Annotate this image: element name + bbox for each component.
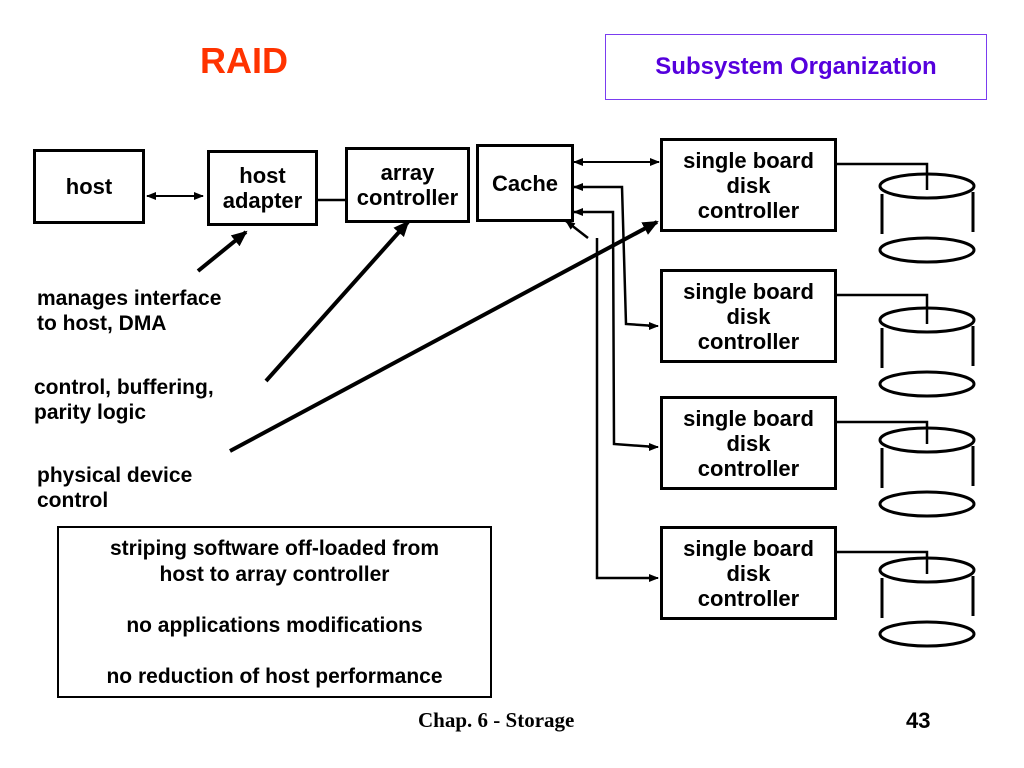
cache-dc4-link [595, 238, 656, 580]
disk-controller-label-line: disk [726, 303, 771, 329]
disk-controller-label-line: disk [726, 172, 771, 198]
slide-subtitle: Subsystem Organization [605, 34, 987, 100]
note-no-app-mods: no applications modifications [126, 614, 423, 637]
disk-controller-label-line: disk [726, 430, 771, 456]
array-controller-node: array controller [345, 147, 470, 223]
cache-dc3-link [574, 210, 657, 449]
cache-label: Cache [491, 170, 559, 196]
slide-footer: Chap. 6 - Storage [418, 708, 575, 732]
host-adapter-label-line1: host [239, 163, 286, 188]
annotation-arrow-disk-controller [229, 220, 659, 453]
annotation-disk-controller: physical device control [37, 464, 193, 512]
disk-link [837, 420, 929, 444]
disk-controller-label-line: controller [697, 585, 800, 611]
annotation-arrow-controller [264, 220, 410, 383]
disk-controller-label-line: single board [683, 278, 814, 304]
note-striping: striping software off-loaded from host t… [109, 537, 439, 586]
disk-cylinder-icon [878, 426, 976, 518]
disk-controller-label-line: single board [683, 405, 814, 431]
cache-node: Cache [476, 144, 574, 222]
disk-cylinder-icon [878, 306, 976, 398]
disk-cylinder-icon [878, 556, 976, 648]
disk-controller-label-line: single board [683, 535, 814, 561]
disk-controller-label-line: controller [697, 328, 800, 354]
host-adapter-label-line2: adapter [222, 188, 303, 213]
host-node: host [33, 149, 145, 224]
cache-pointer [565, 220, 589, 239]
disk-cylinder-icon [878, 172, 976, 264]
disk-controller-label-line: controller [697, 197, 800, 223]
host-adapter-node: host adapter [207, 150, 318, 226]
disk-controller-label-line: single board [683, 147, 814, 173]
array-controller-label-line2: controller [356, 185, 459, 210]
disk-link [837, 293, 929, 324]
annotation-arrow-adapter [196, 230, 248, 273]
notes-box: striping software off-loaded from host t… [57, 526, 492, 698]
page-number: 43 [906, 708, 931, 733]
disk-link [837, 162, 929, 190]
disk-controller-label-line: disk [726, 560, 771, 586]
host-label: host [65, 174, 113, 199]
disk-controller-label-line: controller [697, 455, 800, 481]
disk-link [837, 550, 929, 574]
slide-title: RAID [200, 40, 288, 81]
annotation-array-controller: control, buffering, parity logic [34, 376, 214, 424]
cache-dc2-link [574, 185, 657, 328]
array-controller-label-line1: array [380, 160, 435, 185]
annotation-host-adapter: manages interface to host, DMA [37, 287, 222, 335]
note-no-perf-reduction: no reduction of host performance [106, 665, 443, 688]
